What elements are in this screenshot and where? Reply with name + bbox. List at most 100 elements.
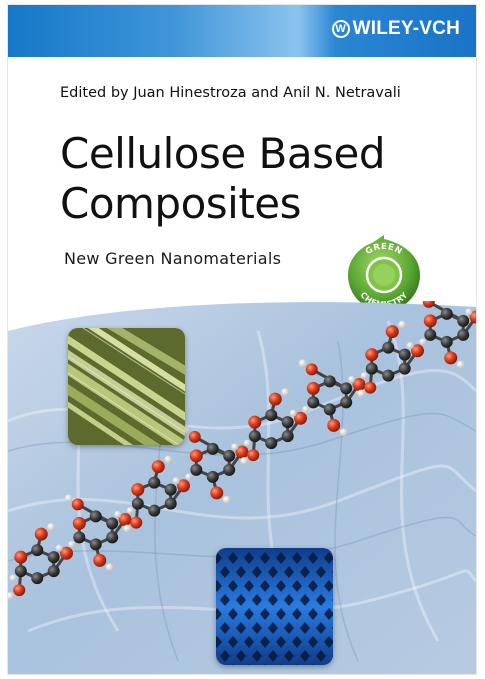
mesh-hole <box>228 636 238 648</box>
hydrogen-atom <box>398 320 407 329</box>
mesh-hole <box>276 552 286 564</box>
oxygen-atom <box>60 546 73 560</box>
carbon-atom <box>164 483 177 496</box>
publisher-logo: W WILEY-VCH <box>331 18 460 40</box>
publisher-name: WILEY-VCH <box>352 18 460 39</box>
book-title-line-2: Composites <box>60 179 302 228</box>
oxygen-atom <box>71 498 84 511</box>
mesh-hole <box>332 570 333 574</box>
mesh-hole <box>216 608 222 620</box>
mesh-hole <box>284 566 294 578</box>
oxygen-atom <box>248 415 262 429</box>
mesh-hole <box>284 594 294 606</box>
carbon-atom <box>106 517 119 530</box>
carbon-atom <box>73 531 86 544</box>
mesh-hole <box>332 654 333 658</box>
mesh-hole <box>312 664 314 665</box>
carbon-atom <box>248 430 261 443</box>
book-title: Cellulose Based Composites <box>60 129 386 229</box>
mesh-hole <box>292 552 302 564</box>
oxygen-atom <box>306 381 320 395</box>
hydrogen-atom <box>339 428 348 437</box>
mesh-hole <box>300 566 310 578</box>
hydrogen-atom <box>406 342 414 350</box>
carbon-atom <box>190 463 203 476</box>
mesh-hole <box>268 566 278 578</box>
oxygen-atom <box>118 513 132 526</box>
carbon-atom <box>307 396 320 409</box>
hydrogen-atom <box>231 443 239 451</box>
carbon-atom <box>424 328 437 341</box>
mesh-hole <box>316 594 326 606</box>
oxygen-atom <box>327 418 341 432</box>
oxygen-atom <box>34 527 48 541</box>
carbon-atom <box>365 362 378 375</box>
carbon-atom <box>265 409 278 422</box>
woven-mesh-image <box>216 548 333 665</box>
carbon-atom <box>281 430 294 443</box>
mesh-hole <box>300 622 310 634</box>
mesh-hole <box>220 622 230 634</box>
mesh-hole <box>244 636 254 648</box>
mesh-hole <box>216 552 222 564</box>
carbon-atom <box>89 510 102 523</box>
oxygen-atom <box>93 553 107 567</box>
mesh-hole <box>220 650 230 662</box>
mesh-hole <box>220 566 230 578</box>
mesh-hole <box>292 608 302 620</box>
mesh-hole <box>316 566 326 578</box>
oxygen-atom <box>423 314 437 328</box>
hydrogen-atom <box>222 495 231 504</box>
hydrogen-atom <box>298 359 307 368</box>
mesh-hole <box>276 608 286 620</box>
carbon-atom <box>440 335 453 348</box>
hydrogen-atom <box>164 455 173 464</box>
publisher-header-bar: W WILEY-VCH <box>8 5 476 57</box>
oxygen-atom <box>189 449 203 463</box>
carbon-atom <box>106 531 119 544</box>
carbon-atom <box>31 572 44 585</box>
mesh-hole <box>268 650 278 662</box>
hydrogen-atom <box>243 439 251 447</box>
carbon-atom <box>281 416 294 429</box>
hydrogen-atom <box>302 405 310 413</box>
book-cover: W WILEY-VCH Edited by Juan Hinestroza an… <box>8 5 476 674</box>
carbon-atom <box>148 504 161 517</box>
mesh-hole <box>324 636 333 648</box>
mesh-hole <box>236 622 246 634</box>
hydrogen-atom <box>240 457 249 466</box>
hydrogen-atom <box>8 592 15 601</box>
mesh-hole <box>244 580 254 592</box>
hydrogen-atom <box>47 523 56 532</box>
oxygen-atom <box>188 430 201 443</box>
carbon-atom <box>14 565 27 578</box>
book-subtitle: New Green Nanomaterials <box>64 249 282 268</box>
hydrogen-atom <box>419 338 427 346</box>
carbon-atom <box>47 565 60 578</box>
mesh-hole <box>268 622 278 634</box>
oxygen-atom <box>305 363 318 376</box>
mesh-hole <box>228 608 238 620</box>
mesh-hole <box>236 566 246 578</box>
book-title-line-1: Cellulose Based <box>60 129 386 178</box>
mesh-hole <box>316 622 326 634</box>
mesh-hole <box>260 608 270 620</box>
mesh-hole <box>220 594 230 606</box>
carbon-atom <box>323 403 336 416</box>
svg-text:GREEN: GREEN <box>364 242 404 257</box>
oxygen-atom <box>444 351 458 365</box>
carbon-atom <box>457 314 470 327</box>
carbon-atom <box>223 449 236 462</box>
mesh-hole <box>332 598 333 602</box>
mesh-hole <box>244 552 254 564</box>
oxygen-atom <box>365 348 379 362</box>
mesh-hole <box>260 636 270 648</box>
carbon-atom <box>398 348 411 361</box>
hydrogen-atom <box>105 563 114 572</box>
mesh-hole <box>300 650 310 662</box>
hydrogen-atom <box>281 388 290 397</box>
oxygen-atom <box>210 486 224 500</box>
carbon-atom <box>31 544 44 557</box>
oxygen-atom <box>268 392 282 406</box>
oxygen-atom <box>422 301 435 308</box>
